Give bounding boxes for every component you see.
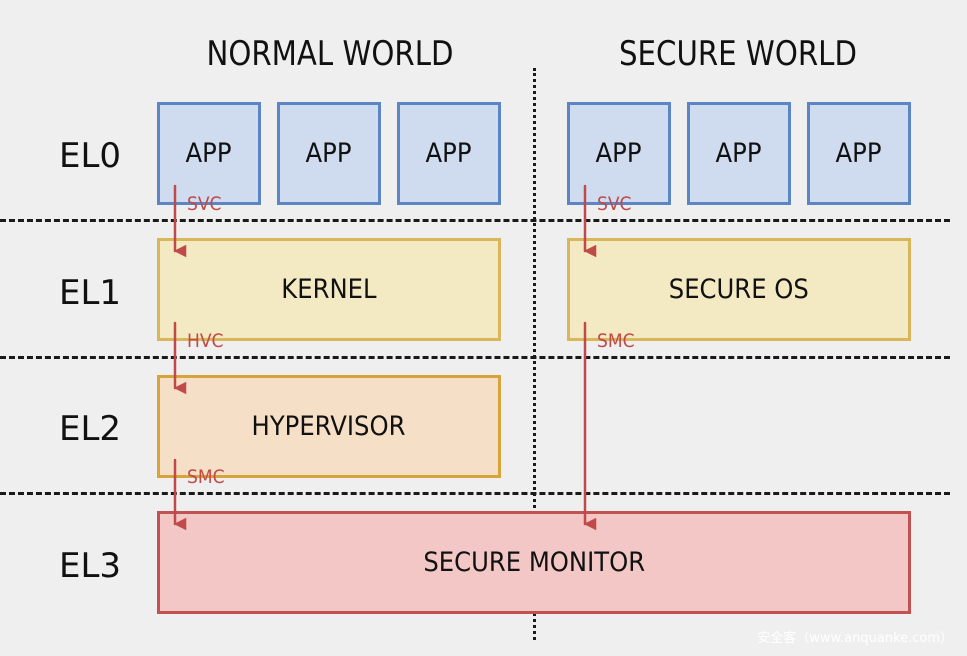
svc-label-normal: SVC xyxy=(187,193,222,215)
app-label: APP xyxy=(596,138,642,169)
smc-label-normal: SMC xyxy=(187,466,225,488)
secure-app-box: APP xyxy=(807,102,911,205)
svc-label-secure: SVC xyxy=(597,193,632,215)
level-separator-el0-el1 xyxy=(0,219,950,222)
app-label: APP xyxy=(836,138,882,169)
hvc-label: HVC xyxy=(187,330,224,352)
secure-os-box: SECURE OS xyxy=(567,238,911,341)
level-separator-el1-el2 xyxy=(0,356,950,359)
level-label-el2: EL2 xyxy=(58,409,122,449)
normal-app-box: APP xyxy=(277,102,381,205)
app-label: APP xyxy=(186,138,232,169)
secure-app-box: APP xyxy=(687,102,791,205)
app-label: APP xyxy=(306,138,352,169)
kernel-box: KERNEL xyxy=(157,238,501,341)
secure-monitor-box: SECURE MONITOR xyxy=(157,511,911,614)
secure-monitor-label: SECURE MONITOR xyxy=(423,547,645,578)
hypervisor-label: HYPERVISOR xyxy=(252,411,406,442)
level-separator-el2-el3 xyxy=(0,492,950,495)
kernel-label: KERNEL xyxy=(281,274,377,305)
smc-label-secure: SMC xyxy=(597,330,635,352)
watermark: 安全客（www.anquanke.com） xyxy=(757,631,953,646)
level-label-el0: EL0 xyxy=(58,136,122,176)
normal-app-box: APP xyxy=(397,102,501,205)
world-separator xyxy=(533,68,536,640)
level-label-el1: EL1 xyxy=(58,273,122,313)
secure-world-heading: SECURE WORLD xyxy=(618,34,857,74)
normal-world-heading: NORMAL WORLD xyxy=(206,34,454,74)
app-label: APP xyxy=(716,138,762,169)
hypervisor-box: HYPERVISOR xyxy=(157,375,501,478)
app-label: APP xyxy=(426,138,472,169)
secure-os-label: SECURE OS xyxy=(668,274,810,305)
level-label-el3: EL3 xyxy=(58,546,122,586)
